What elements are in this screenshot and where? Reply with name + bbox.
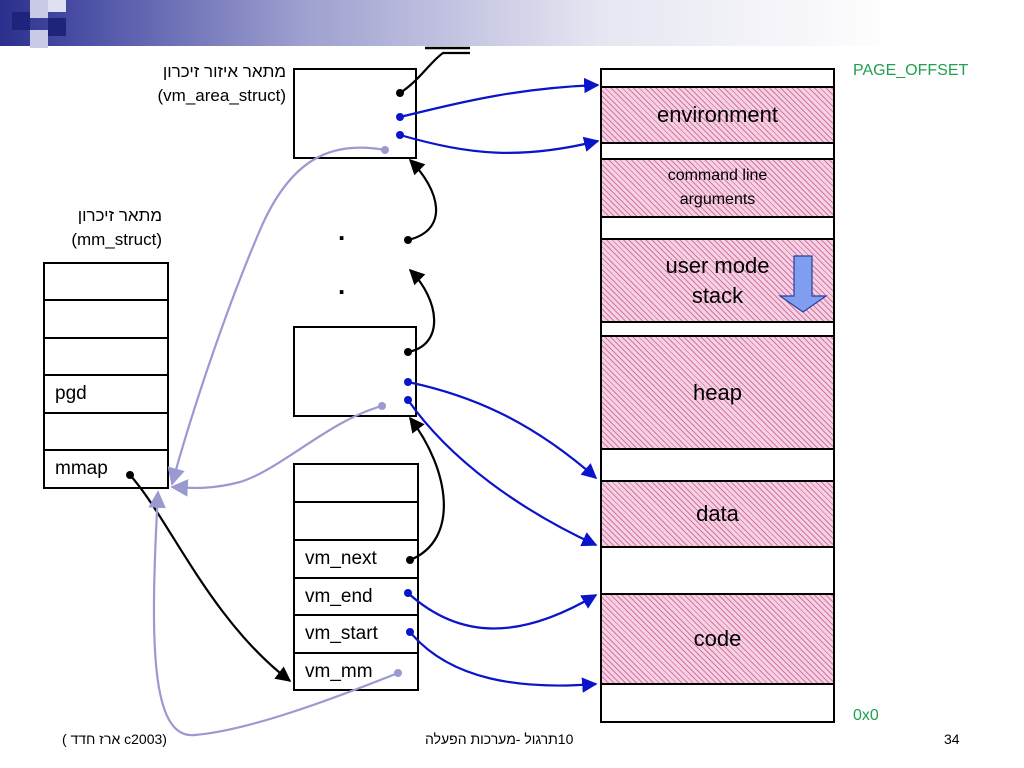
segment-command-line-arguments: command line arguments xyxy=(602,158,833,218)
arrow-vm-start xyxy=(409,631,598,693)
arrow-middle-vm-end xyxy=(407,399,598,547)
mm-struct-row xyxy=(45,339,167,376)
footer-course-title: 10תרגול -מערכות הפעלה xyxy=(425,731,574,747)
arrow-top-vm-start xyxy=(399,77,600,119)
mm-struct-mmap-row: mmap xyxy=(55,458,108,479)
segment-environment-label: environment xyxy=(656,102,779,127)
vma-row xyxy=(295,503,417,541)
segment-data: data xyxy=(602,480,833,548)
mm-struct-box: pgd mmap xyxy=(43,262,169,489)
arrow-top-vm-mm xyxy=(167,146,386,486)
vma-vm-end-row: vm_end xyxy=(295,579,417,616)
arrow-middle-vm-start xyxy=(407,380,598,480)
vma-vm-start-row: vm_start xyxy=(295,616,417,654)
segment-cmdline-label-1: command line xyxy=(667,167,768,184)
vma-row xyxy=(295,465,417,503)
segment-data-label: data xyxy=(696,501,739,526)
page-offset-label: PAGE_OFFSET xyxy=(853,62,969,79)
logo-square-dark-1 xyxy=(12,12,30,30)
footer-page-number: 34 xyxy=(944,731,960,747)
ellipsis-dot: . xyxy=(338,270,346,300)
segment-heap-label: heap xyxy=(693,379,742,405)
vma-box-detailed: vm_next vm_end vm_start vm_mm xyxy=(293,463,419,691)
vma-vm-mm-row: vm_mm xyxy=(305,660,373,682)
segment-environment: environment xyxy=(602,86,833,144)
zero-address-label: 0x0 xyxy=(853,707,879,724)
header-gradient-bar xyxy=(0,0,1024,46)
segment-cmdline-label-2: arguments xyxy=(679,191,756,208)
vm-area-hebrew-label: מתאר איזור זיכרון xyxy=(162,62,286,81)
vma-box-top xyxy=(293,68,417,159)
vma-box-middle xyxy=(293,326,417,417)
arrow-dots-to-top xyxy=(407,158,438,242)
vma-vm-next-row: vm_next xyxy=(295,541,417,579)
mm-struct-pgd-row: pgd xyxy=(45,376,167,414)
logo-square-light-3 xyxy=(48,0,66,12)
mm-hebrew-label: מתאר זיכרון xyxy=(77,206,162,225)
segment-code: code xyxy=(602,593,833,685)
vm-area-struct-label: (vm_area_struct) xyxy=(157,86,286,105)
mm-struct-row xyxy=(45,414,167,451)
arrow-top-vm-end xyxy=(399,133,600,154)
logo-square-dark-2 xyxy=(48,18,66,36)
mm-struct-row xyxy=(45,264,167,301)
segment-stack-label-2: stack xyxy=(691,282,744,308)
footer-copyright: (c2003 ארז חדד ) xyxy=(62,731,167,747)
arrow-mmap xyxy=(129,474,292,682)
mm-struct-label: (mm_struct) xyxy=(71,230,162,249)
segment-code-label: code xyxy=(693,626,742,651)
arrow-vm-end xyxy=(407,592,598,630)
process-address-space: environment command line arguments user … xyxy=(600,68,835,723)
mm-struct-row xyxy=(45,301,167,339)
segment-heap: heap xyxy=(602,335,833,450)
segment-user-mode-stack: user mode stack xyxy=(602,238,833,323)
pointer-dot xyxy=(404,236,412,244)
segment-stack-label-1: user mode xyxy=(665,252,770,278)
ellipsis-dot: . xyxy=(338,216,346,246)
logo-square-light-1 xyxy=(30,0,48,18)
logo-square-light-2 xyxy=(30,30,48,48)
